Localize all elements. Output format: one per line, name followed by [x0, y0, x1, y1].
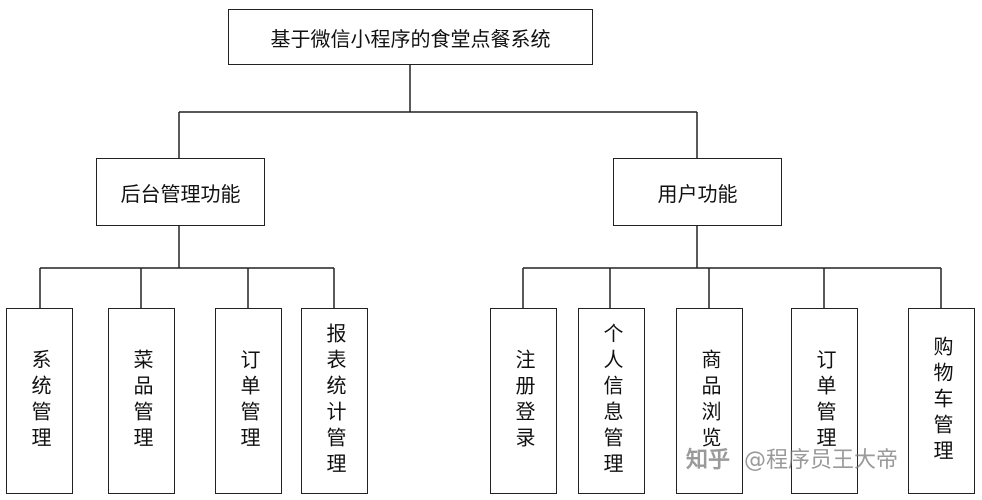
leaf-node: 菜品管理	[108, 308, 175, 494]
leaf-label: 订单管理	[813, 349, 837, 453]
leaf-node: 个人信息管理	[578, 308, 645, 494]
leaf-label: 注册登录	[512, 349, 536, 453]
zhihu-logo: 知乎	[686, 448, 731, 473]
leaf-label: 购物车管理	[930, 336, 954, 466]
leaf-label: 个人信息管理	[600, 323, 624, 479]
leaf-label: 订单管理	[237, 349, 261, 453]
leaf-node: 系统管理	[6, 308, 73, 494]
branch-node-admin: 后台管理功能	[96, 158, 265, 226]
branch-node-user: 用户功能	[613, 158, 782, 226]
leaf-node: 报表统计管理	[301, 308, 368, 494]
branch-label-user: 用户功能	[657, 181, 738, 206]
leaf-node: 订单管理	[215, 308, 282, 494]
root-node: 基于微信小程序的食堂点餐系统	[228, 9, 593, 65]
leaf-label: 商品浏览	[698, 349, 722, 453]
leaf-label: 菜品管理	[130, 349, 154, 453]
leaf-label: 系统管理	[28, 349, 52, 453]
leaf-node: 购物车管理	[908, 308, 975, 494]
leaf-node: 订单管理	[791, 308, 858, 494]
leaf-node: 注册登录	[490, 308, 557, 494]
leaf-node: 商品浏览	[676, 308, 743, 494]
watermark: 知乎 @程序员王大帝	[686, 442, 898, 474]
branch-label-admin: 后台管理功能	[120, 181, 241, 206]
root-node-label: 基于微信小程序的食堂点餐系统	[270, 26, 551, 51]
watermark-author: @程序员王大帝	[744, 448, 899, 473]
leaf-label: 报表统计管理	[323, 323, 347, 479]
